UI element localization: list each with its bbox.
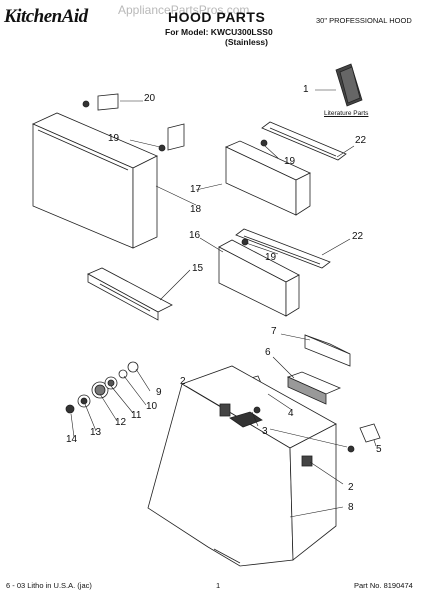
callout-1: 1 <box>303 84 309 95</box>
brand-logo: KitchenAid <box>4 6 88 27</box>
duct-cover-part-18 <box>32 112 158 249</box>
bracket-part-20 <box>97 93 185 151</box>
callout-8: 8 <box>348 502 354 513</box>
callout-19: 19 <box>284 156 296 167</box>
callout-7: 7 <box>271 326 277 337</box>
callout-9: 9 <box>156 387 162 398</box>
callout-19: 19 <box>265 252 277 263</box>
footer-page-number: 1 <box>216 581 221 590</box>
callout-20: 20 <box>144 93 156 104</box>
plate-part-7 <box>304 334 351 367</box>
housing-part-6 <box>286 371 342 405</box>
callout-10: 10 <box>146 401 158 412</box>
footer-part-number: Part No. 8190474 <box>354 581 413 590</box>
callout-22: 22 <box>352 231 364 242</box>
callout-15: 15 <box>192 263 204 274</box>
duct-cover-part-16 <box>218 239 300 317</box>
hood-body-part-8 <box>147 365 337 567</box>
page-subtitle: 30" PROFESSIONAL HOOD <box>316 16 412 25</box>
fasteners <box>65 100 355 467</box>
leader-lines <box>70 89 377 518</box>
callout-22: 22 <box>355 135 367 146</box>
callout-13: 13 <box>90 427 102 438</box>
callout-5: 5 <box>376 444 382 455</box>
callout-3: 3 <box>262 426 268 437</box>
footer-litho: 6 - 03 Litho in U.S.A. (jac) <box>6 581 92 590</box>
model-line: For Model: KWCU300LSS0 <box>165 27 273 37</box>
callout-14: 14 <box>66 434 78 445</box>
callout-12: 12 <box>115 417 127 428</box>
mounting-rail-lower <box>235 228 331 269</box>
callout-4: 4 <box>288 408 294 419</box>
mounting-rail-upper <box>261 121 347 161</box>
duct-cover-part-17 <box>225 140 311 216</box>
channel-part-15 <box>87 267 173 321</box>
watermark: AppliancePartsPros.com <box>118 3 250 17</box>
page-title: HOOD PARTS <box>168 9 266 25</box>
callout-6: 6 <box>265 347 271 358</box>
callout-16: 16 <box>189 230 201 241</box>
callout-18: 18 <box>190 204 202 215</box>
literature-booklet <box>335 63 363 107</box>
callout-2: 2 <box>348 482 354 493</box>
callout-19: 19 <box>108 133 120 144</box>
literature-parts-label: Literature Parts <box>324 110 369 117</box>
callout-2: 2 <box>180 376 186 387</box>
variant-line: (Stainless) <box>225 37 268 47</box>
callout-11: 11 <box>131 410 142 421</box>
callout-17: 17 <box>190 184 202 195</box>
